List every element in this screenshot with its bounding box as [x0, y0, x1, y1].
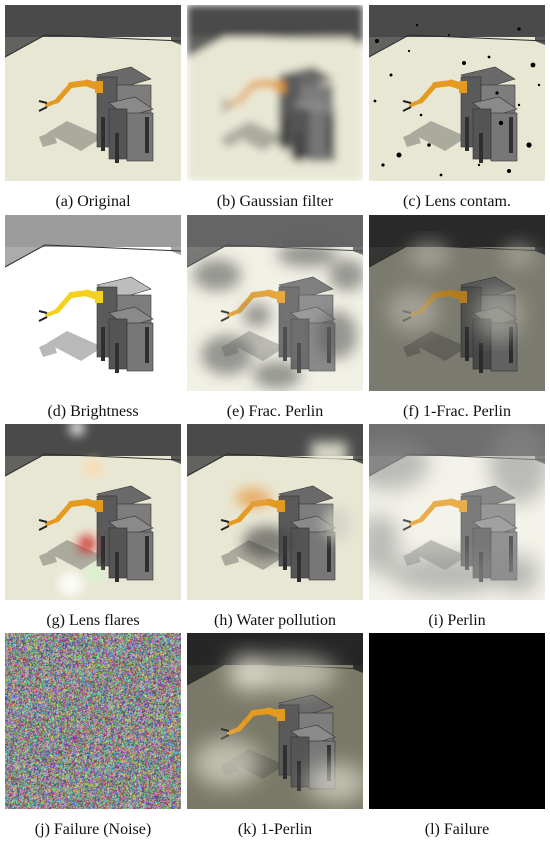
scene-render — [369, 633, 545, 809]
image-inverse-frac-perlin — [369, 215, 545, 391]
scene-render — [187, 633, 363, 809]
image-frac-perlin — [187, 215, 363, 391]
caption-perlin: (i) Perlin — [428, 612, 486, 629]
image-failure-noise — [5, 633, 181, 809]
scene-render — [369, 5, 545, 181]
scene-render — [5, 424, 181, 600]
caption-inverse-frac-perlin: (f) 1-Frac. Perlin — [403, 403, 511, 420]
image-water-pollution — [187, 424, 363, 600]
caption-gaussian-filter: (b) Gaussian filter — [216, 193, 334, 210]
image-lens-contamination — [369, 5, 545, 181]
caption-inverse-perlin: (k) 1-Perlin — [237, 821, 313, 838]
caption-frac-perlin: (e) Frac. Perlin — [226, 403, 324, 420]
caption-lens-flares: (g) Lens flares — [46, 612, 140, 629]
image-failure — [369, 633, 545, 809]
caption-original: (a) Original — [55, 193, 131, 210]
caption-lens-contamination: (c) Lens contam. — [403, 193, 511, 210]
caption-water-pollution: (h) Water pollution — [214, 612, 336, 629]
image-gaussian-filter — [187, 5, 363, 181]
scene-render — [369, 424, 545, 600]
scene-render — [5, 215, 181, 391]
caption-failure: (l) Failure — [424, 821, 490, 838]
scene-render — [187, 424, 363, 600]
image-perlin — [369, 424, 545, 600]
image-inverse-perlin — [187, 633, 363, 809]
noise-canvas — [5, 633, 181, 809]
scene-render — [187, 215, 363, 391]
caption-brightness: (d) Brightness — [47, 403, 139, 420]
image-brightness — [5, 215, 181, 391]
image-original — [5, 5, 181, 181]
scene-render — [369, 215, 545, 391]
image-lens-flares — [5, 424, 181, 600]
scene-render — [5, 5, 181, 181]
caption-failure-noise: (j) Failure (Noise) — [34, 821, 152, 838]
scene-render — [187, 5, 363, 181]
